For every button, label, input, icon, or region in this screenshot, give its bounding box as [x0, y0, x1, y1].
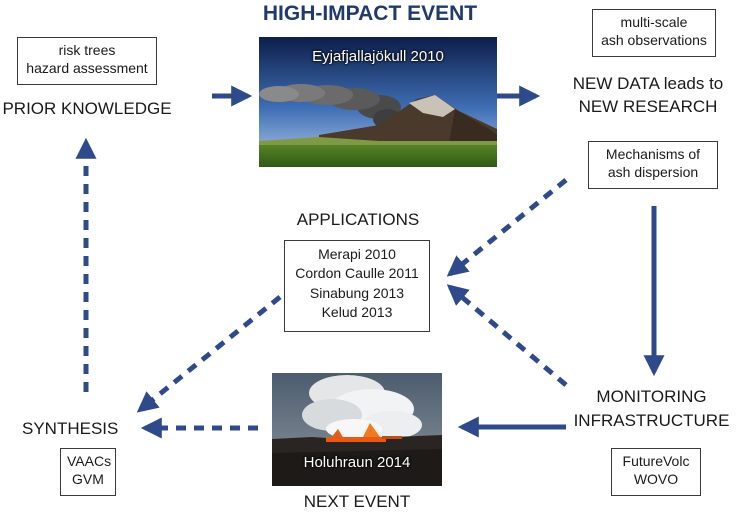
observations-box-line: multi-scale: [620, 14, 688, 30]
applications-label: APPLICATIONS: [296, 210, 420, 229]
prior-box-line: hazard assessment: [26, 59, 148, 76]
diagram-title: HIGH-IMPACT EVENT: [262, 2, 478, 25]
monitoring-box: FutureVolc WOVO: [611, 448, 701, 496]
synthesis-box: VAACs GVM: [60, 448, 116, 496]
applications-box: Merapi 2010 Cordon Caulle 2011 Sinabung …: [284, 240, 430, 332]
synthesis-box-line: VAACs: [67, 453, 112, 469]
application-event: Cordon Caulle 2011: [295, 265, 419, 282]
application-event: Kelud 2013: [321, 303, 393, 320]
arrow-research-to-applications: [446, 178, 568, 277]
new-research-label: NEW DATA leads to NEW RESEARCH: [559, 73, 737, 119]
prior-box-line: risk trees: [58, 42, 116, 58]
holuhraun-caption: Holuhraun 2014: [303, 454, 411, 471]
monitoring-box-line: WOVO: [633, 470, 679, 487]
observations-box-line: ash observations: [601, 31, 707, 48]
application-event: Merapi 2010: [318, 246, 396, 262]
monitoring-line: MONITORING: [596, 387, 707, 406]
mechanisms-box: Mechanisms of ash dispersion: [588, 141, 718, 189]
application-event: Sinabung 2013: [309, 284, 405, 301]
arrow-applications-to-synthesis: [136, 295, 282, 413]
monitoring-label: MONITORING INFRASTRUCTURE: [566, 385, 737, 433]
prior-knowledge-label: PRIOR KNOWLEDGE: [2, 99, 172, 118]
next-event-label: NEXT EVENT: [303, 492, 411, 511]
eruption-photo-holuhraun: Holuhraun 2014: [272, 373, 442, 486]
mechanisms-box-line: ash dispersion: [607, 163, 699, 180]
new-research-line: NEW RESEARCH: [578, 96, 718, 116]
prior-knowledge-box: risk trees hazard assessment: [17, 37, 157, 85]
eyjafjallajokull-caption: Eyjafjallajökull 2010: [312, 48, 444, 65]
observations-box: multi-scale ash observations: [592, 9, 716, 57]
eruption-photo-eyjafjallajokull: Eyjafjallajökull 2010: [259, 37, 497, 167]
eyjafjallajokull-illustration: [259, 37, 497, 167]
holuhraun-illustration: [272, 373, 442, 486]
synthesis-box-line: GVM: [72, 470, 104, 487]
new-data-line: NEW DATA leads to: [572, 74, 724, 93]
monitoring-box-line: FutureVolc: [622, 453, 690, 469]
mechanisms-box-line: Mechanisms of: [605, 146, 701, 162]
arrow-monitoring-to-applications: [446, 284, 568, 387]
synthesis-label: SYNTHESIS: [22, 419, 119, 438]
infrastructure-line: INFRASTRUCTURE: [573, 410, 730, 430]
